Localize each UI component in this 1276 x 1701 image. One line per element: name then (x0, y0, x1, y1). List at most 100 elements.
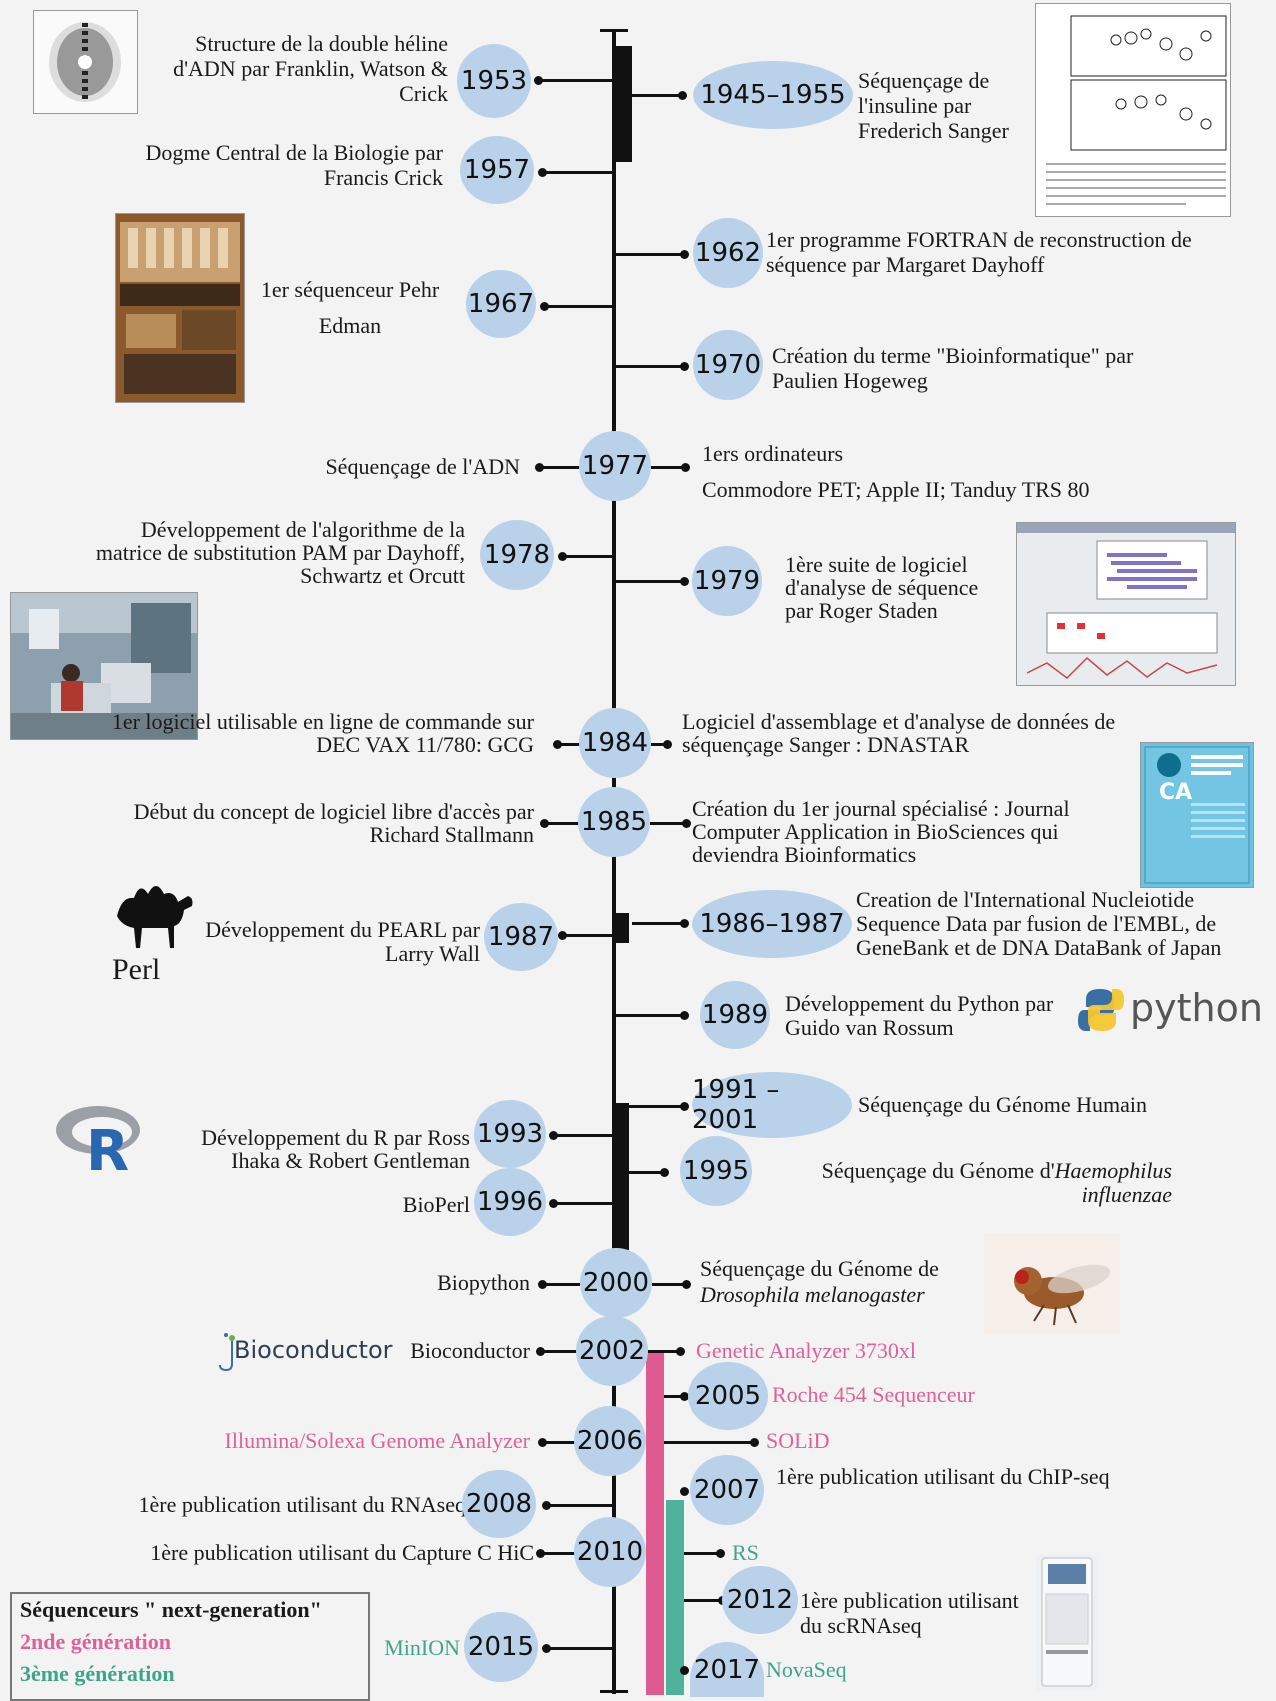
dot-2002-right (676, 1347, 685, 1356)
insulin-chromatogram-image (1035, 3, 1231, 217)
python-logo: python (1078, 985, 1263, 1035)
year-1970: 1970 (693, 330, 763, 400)
connector-1985-right (650, 822, 686, 825)
dot-1996 (549, 1199, 558, 1208)
dot-2015 (542, 1644, 551, 1653)
year-1991-2001: 1991 – 2001 (692, 1072, 852, 1138)
dot-2005 (680, 1392, 689, 1401)
connector-1945-1955 (632, 94, 682, 97)
event-2010-right-label: RS (732, 1540, 759, 1565)
period-bar-1945-1955 (613, 46, 632, 162)
connector-1987 (562, 934, 614, 937)
event-1967-label: 1er séquenceur Pehr Edman (260, 277, 440, 338)
year-1977: 1977 (579, 431, 651, 501)
event-1984-left-label: 1er logiciel utilisable en ligne de comm… (111, 709, 534, 757)
event-1984-right-label: Logiciel d'assemblage et d'analyse de do… (682, 709, 1116, 757)
timeline-axis-bottom-cap (600, 1690, 628, 1693)
connector-1986-1987 (632, 922, 684, 925)
event-2000-right-text: Séquençage du Génome de (700, 1256, 939, 1281)
dot-2007 (680, 1487, 689, 1496)
event-2010-left-label: 1ère publication utilisant du Capture C … (150, 1540, 534, 1565)
connector-1996 (553, 1202, 614, 1205)
event-1970-label: Création du terme "Bioinformatique" par … (772, 343, 1134, 393)
period-bar-1991-2001 (613, 1103, 629, 1250)
year-1984: 1984 (579, 708, 651, 778)
dot-1957 (538, 168, 547, 177)
year-2008: 2008 (462, 1470, 536, 1538)
year-1967: 1967 (466, 270, 536, 338)
dot-1984-left (553, 740, 562, 749)
event-1995-label-text: Séquençage du Génome d' (821, 1158, 1055, 1183)
connector-1977-right (651, 466, 685, 469)
year-1962: 1962 (693, 218, 763, 288)
legend-title: Séquenceurs " next-generation" (20, 1597, 322, 1622)
drosophila-image (984, 1233, 1120, 1333)
event-2002-left-label: Bioconductor (410, 1338, 530, 1363)
connector-2012 (684, 1599, 726, 1602)
event-2008-label: 1ère publication utilisant du RNAseq (138, 1492, 467, 1517)
event-1945-1955-label: Séquençage de l'insuline par Frederich S… (858, 68, 1009, 143)
event-2017-label: NovaSeq (766, 1657, 847, 1682)
connector-1967 (544, 305, 614, 308)
dot-1984-right (663, 740, 672, 749)
year-2010: 2010 (574, 1517, 646, 1587)
timeline-axis-top-cap (600, 29, 628, 32)
connector-1991-2001 (629, 1105, 684, 1108)
year-1995: 1995 (680, 1136, 752, 1206)
event-2015-label: MinION (384, 1635, 460, 1660)
year-2015: 2015 (464, 1612, 538, 1682)
dot-1978 (558, 552, 567, 561)
connector-2008 (546, 1504, 614, 1507)
connector-2002-left (540, 1350, 580, 1353)
legend: Séquenceurs " next-generation" 2nde géné… (10, 1592, 370, 1701)
event-1991-2001-label: Séquençage du Génome Humain (858, 1092, 1147, 1117)
r-logo: R (54, 1104, 144, 1184)
dna-diffraction-image (33, 10, 138, 114)
dot-1970 (680, 362, 689, 371)
year-1987: 1987 (484, 903, 558, 971)
dot-1967 (540, 302, 549, 311)
connector-2015 (546, 1647, 614, 1650)
dot-2006-left (538, 1438, 547, 1447)
event-2007-label: 1ère publication utilisant du ChIP-seq (776, 1464, 1110, 1489)
year-2005: 2005 (688, 1362, 768, 1430)
bioconductor-logo-text: Bioconductor (234, 1336, 393, 1364)
connector-1953 (538, 79, 614, 82)
connector-2002-right (648, 1350, 680, 1353)
event-1962-label: 1er programme FORTRAN de reconstruction … (766, 227, 1192, 277)
connector-2010-left (540, 1552, 576, 1555)
period-bar-1986-1987 (613, 913, 629, 943)
connector-2006-right (664, 1441, 754, 1444)
connector-2006-left (542, 1441, 578, 1444)
event-2000-right-italic: Drosophila melanogaster (700, 1282, 925, 1307)
event-1979-label: 1ère suite de logiciel d'analyse de séqu… (785, 552, 979, 623)
year-1979: 1979 (692, 546, 762, 616)
perl-logo-text: Perl (112, 953, 161, 986)
event-2012-label: 1ère publication utilisant du scRNAseq (800, 1588, 1019, 1638)
year-2002: 2002 (576, 1316, 648, 1386)
connector-1984-left (557, 743, 581, 746)
staden-software-image (1016, 522, 1236, 686)
dot-1987 (558, 931, 567, 940)
event-1977-right-label-1: 1ers ordinateurs (702, 441, 844, 466)
r-logo-text: R (86, 1119, 129, 1174)
year-1989: 1989 (700, 981, 770, 1049)
connector-1979 (614, 580, 684, 583)
event-1993-label: Développement du R par Ross Ihaka & Robe… (201, 1125, 470, 1173)
dot-1977-right (681, 463, 690, 472)
sequencer-machine-image (1036, 1554, 1098, 1690)
connector-1993 (553, 1134, 614, 1137)
event-1985-right-label: Création du 1er journal spécialisé : Jou… (692, 796, 1070, 867)
event-1995-label-italic: Haemophilus influenzae (1054, 1158, 1172, 1207)
dot-1986-1987 (680, 919, 689, 928)
connector-2000-right (652, 1283, 686, 1286)
dot-1989 (680, 1011, 689, 1020)
event-1996-label: BioPerl (402, 1192, 470, 1217)
year-1993: 1993 (474, 1100, 546, 1168)
dot-1985-right (682, 819, 691, 828)
connector-2010-right (684, 1552, 720, 1555)
year-1945-1955: 1945–1955 (693, 61, 853, 129)
second-generation-bar (646, 1350, 664, 1695)
dot-1995 (660, 1168, 669, 1177)
